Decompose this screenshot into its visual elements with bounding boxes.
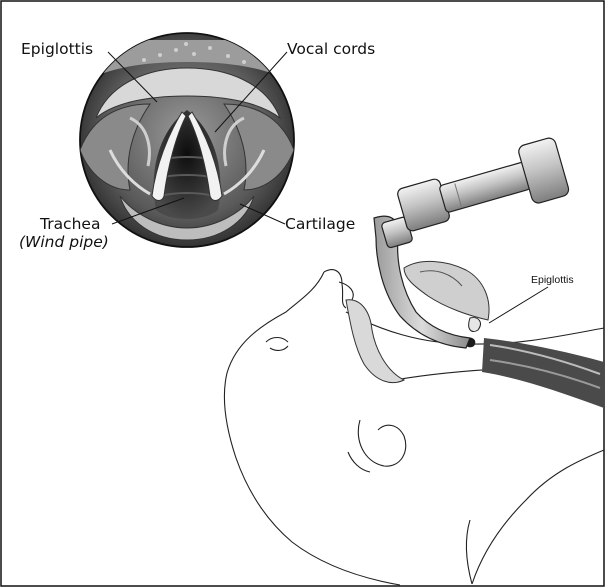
laryngoscope xyxy=(371,136,571,348)
inset-trachea-alt-label: (Wind pipe) xyxy=(19,233,109,251)
inset-epiglottis-label: Epiglottis xyxy=(21,40,93,58)
main-epiglottis-leader xyxy=(489,287,548,323)
inset-cartilage-label: Cartilage xyxy=(285,215,355,233)
inset-vocal-cords-label: Vocal cords xyxy=(287,40,375,58)
main-epiglottis-label: Epiglottis xyxy=(531,274,574,286)
inset-trachea-label: Trachea xyxy=(39,215,100,233)
